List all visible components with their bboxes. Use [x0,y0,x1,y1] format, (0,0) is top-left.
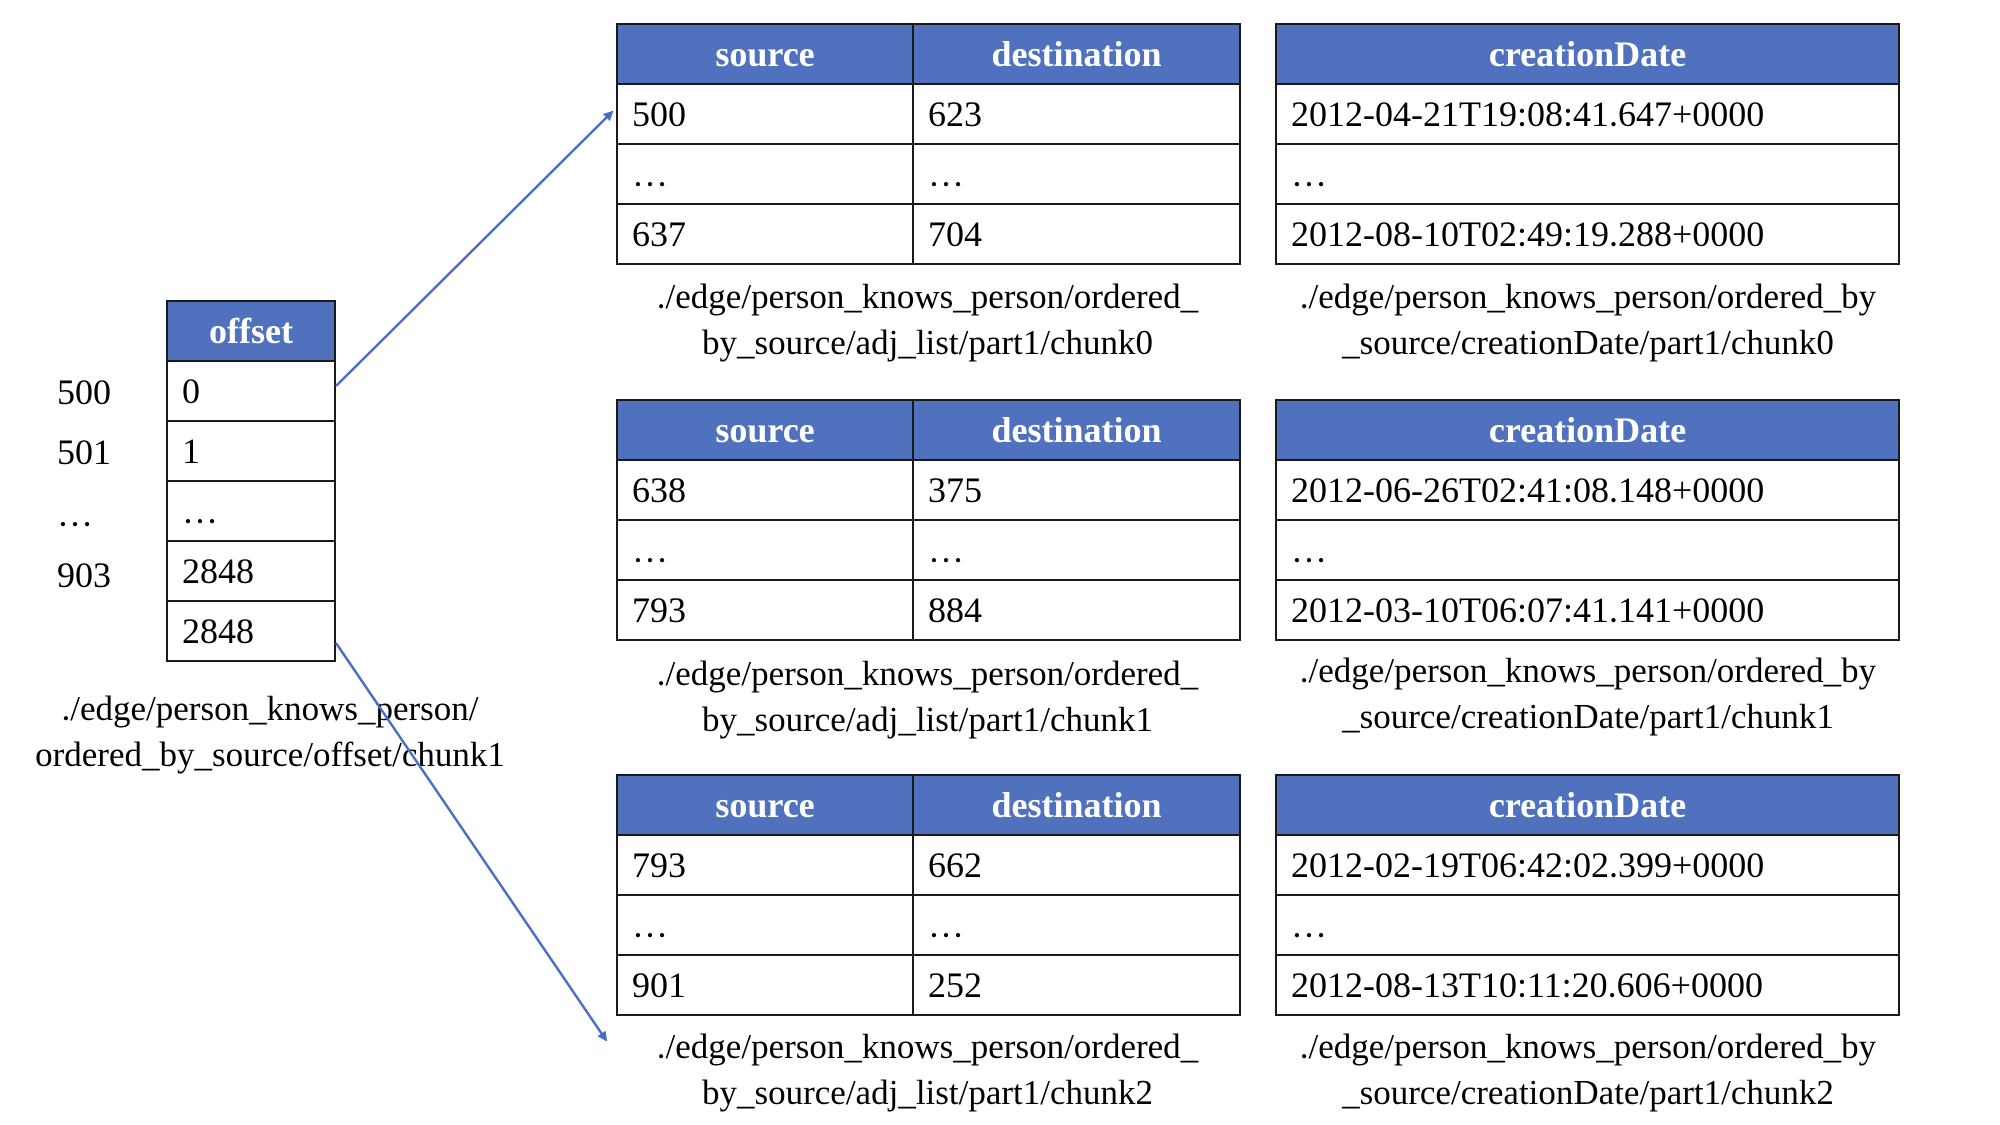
source-cell: … [616,519,914,581]
adj-list-caption-chunk2: ./edge/person_knows_person/ordered_ by_s… [616,1024,1239,1116]
offset-cell: 0 [166,360,336,422]
caption-line: _source/creationDate/part1/chunk2 [1342,1073,1834,1112]
caption-line: ./edge/person_knows_person/ordered_ [656,654,1199,693]
source-header: source [616,23,914,85]
creation-date-caption-chunk1: ./edge/person_knows_person/ordered_by _s… [1268,648,1908,740]
destination-cell: … [912,519,1241,581]
creation-date-table-chunk1: creationDate 2012-06-26T02:41:08.148+000… [1275,399,1900,641]
offset-header: offset [166,300,336,362]
creation-date-cell: 2012-08-13T10:11:20.606+0000 [1275,954,1900,1016]
destination-cell: 252 [912,954,1241,1016]
destination-header: destination [912,399,1241,461]
caption-line: ./edge/person_knows_person/ [61,689,479,728]
creation-date-caption-chunk0: ./edge/person_knows_person/ordered_by _s… [1268,274,1908,366]
creation-date-header: creationDate [1275,23,1900,85]
creation-date-cell: 2012-06-26T02:41:08.148+0000 [1275,459,1900,521]
caption-line: ./edge/person_knows_person/ordered_ [656,277,1199,316]
source-cell: 901 [616,954,914,1016]
destination-cell: … [912,143,1241,205]
source-cell: 793 [616,834,914,896]
row-key: 903 [57,555,111,595]
creation-date-cell: 2012-08-10T02:49:19.288+0000 [1275,203,1900,265]
creation-date-cell: … [1275,143,1900,205]
source-cell: 638 [616,459,914,521]
caption-line: _source/creationDate/part1/chunk1 [1342,697,1834,736]
creation-date-cell: … [1275,894,1900,956]
destination-header: destination [912,774,1241,836]
caption-line: ./edge/person_knows_person/ordered_ [656,1027,1199,1066]
caption-line: ./edge/person_knows_person/ordered_by [1299,1027,1877,1066]
offset-cell: 1 [166,420,336,482]
destination-cell: 375 [912,459,1241,521]
caption-line: _source/creationDate/part1/chunk0 [1342,323,1834,362]
creation-date-cell: … [1275,519,1900,581]
source-cell: 500 [616,83,914,145]
caption-line: by_source/adj_list/part1/chunk1 [701,700,1154,739]
row-key: 500 [57,372,111,412]
source-header: source [616,399,914,461]
row-key: … [57,494,93,534]
creation-date-cell: 2012-04-21T19:08:41.647+0000 [1275,83,1900,145]
destination-cell: 662 [912,834,1241,896]
caption-line: by_source/adj_list/part1/chunk2 [701,1073,1154,1112]
creation-date-cell: 2012-03-10T06:07:41.141+0000 [1275,579,1900,641]
source-cell: 793 [616,579,914,641]
offset-cell: 2848 [166,600,336,662]
offset-cell: … [166,480,336,542]
source-cell: … [616,143,914,205]
creation-date-caption-chunk2: ./edge/person_knows_person/ordered_by _s… [1268,1024,1908,1116]
caption-line: ./edge/person_knows_person/ordered_by [1299,651,1877,690]
offset-cell: 2848 [166,540,336,602]
creation-date-table-chunk0: creationDate 2012-04-21T19:08:41.647+000… [1275,23,1900,265]
destination-cell: … [912,894,1241,956]
adj-list-caption-chunk0: ./edge/person_knows_person/ordered_ by_s… [616,274,1239,366]
destination-header: destination [912,23,1241,85]
caption-line: by_source/adj_list/part1/chunk0 [701,323,1154,362]
adj-list-caption-chunk1: ./edge/person_knows_person/ordered_ by_s… [616,651,1239,743]
creation-date-header: creationDate [1275,399,1900,461]
source-cell: 637 [616,203,914,265]
creation-date-table-chunk2: creationDate 2012-02-19T06:42:02.399+000… [1275,774,1900,1016]
creation-date-header: creationDate [1275,774,1900,836]
creation-date-cell: 2012-02-19T06:42:02.399+0000 [1275,834,1900,896]
destination-cell: 704 [912,203,1241,265]
destination-cell: 623 [912,83,1241,145]
caption-line: ordered_by_source/offset/chunk1 [35,735,505,774]
destination-cell: 884 [912,579,1241,641]
arrow-to-chunk0 [335,110,614,387]
row-key: 501 [57,432,111,472]
caption-line: ./edge/person_knows_person/ordered_by [1299,277,1877,316]
source-cell: … [616,894,914,956]
source-header: source [616,774,914,836]
offset-caption: ./edge/person_knows_person/ ordered_by_s… [0,686,540,778]
offset-table: offset 0 1 … 2848 2848 [166,300,336,662]
